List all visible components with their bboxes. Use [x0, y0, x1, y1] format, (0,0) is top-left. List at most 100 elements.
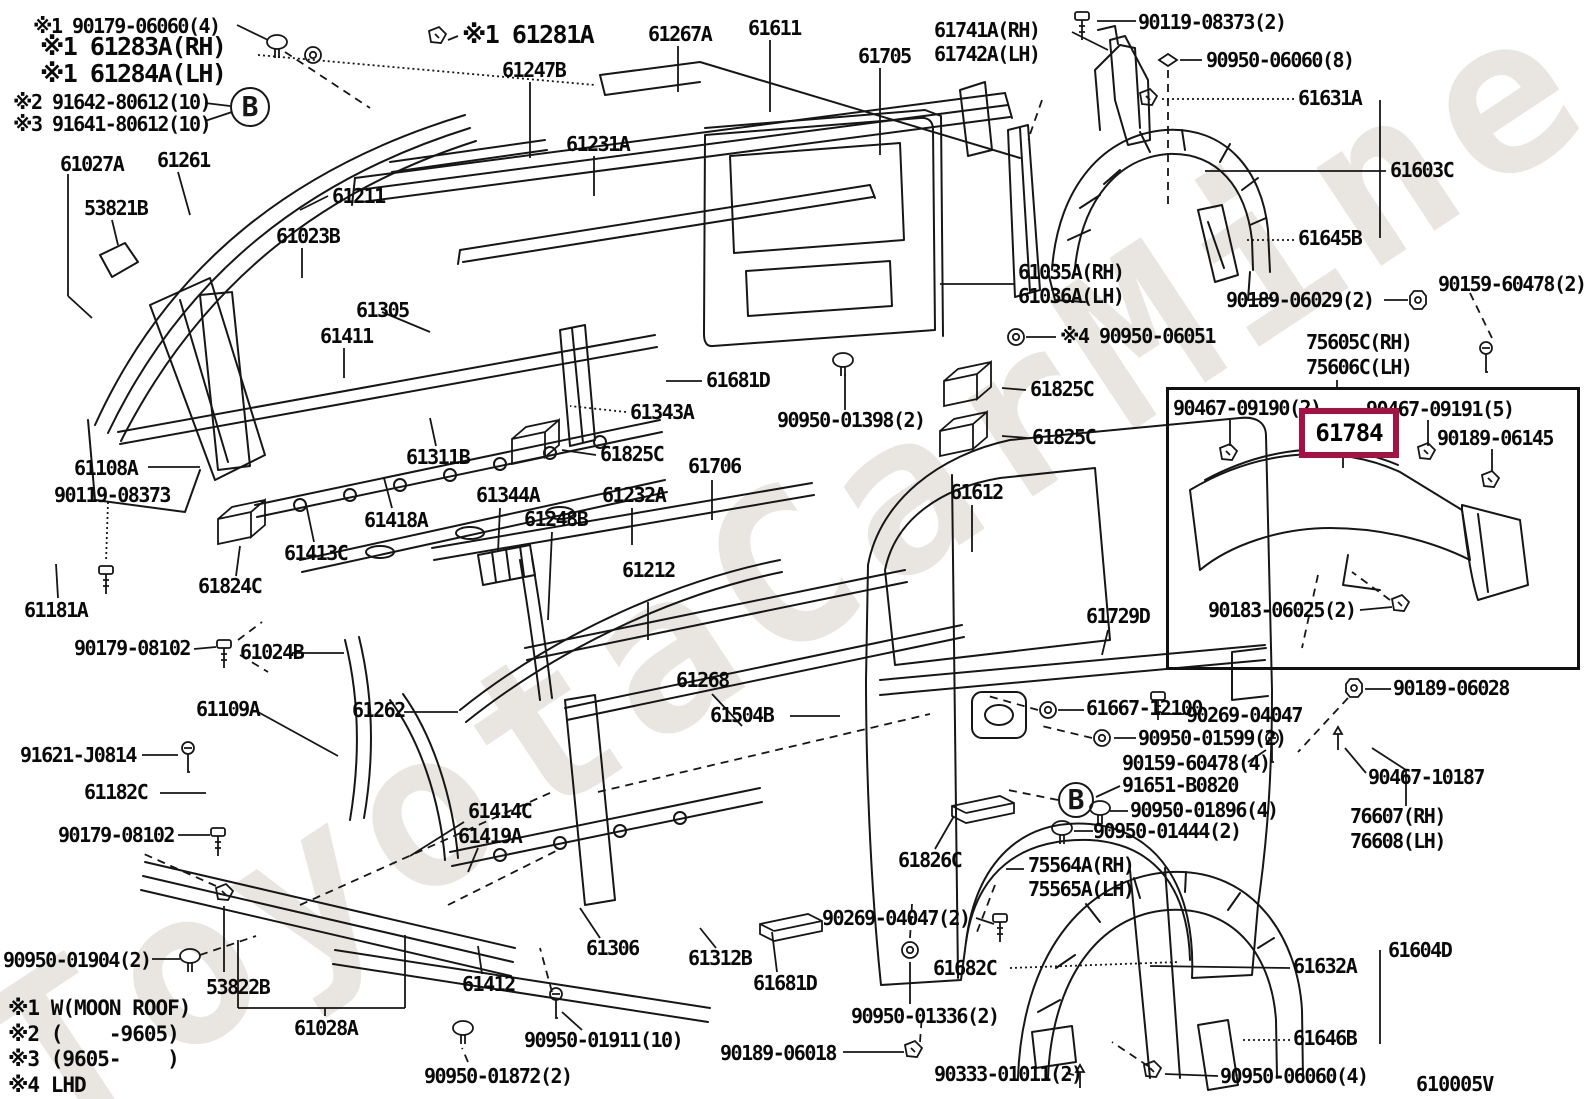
part-label: 61248B [524, 507, 589, 531]
part-label: 61612 [950, 480, 1004, 504]
mushroom-icon [832, 352, 854, 376]
grommet-icon [901, 941, 919, 959]
part-label: 61824C [198, 574, 263, 598]
part-label: ※1 61281A [462, 20, 595, 49]
part-label: 90950-01398(2) [777, 408, 926, 432]
bolt-icon [1150, 691, 1166, 720]
part-label: 61645B [1298, 226, 1363, 250]
part-label: 61825C [1030, 377, 1095, 401]
part-label: 90333-01011(2) [934, 1062, 1083, 1086]
part-label: 53821B [84, 196, 149, 220]
part-label: 61028A [294, 1016, 359, 1040]
clip-icon [427, 25, 448, 44]
clip-icon [1218, 442, 1239, 461]
part-label: 61024B [240, 640, 305, 664]
part-label: 90950-01599(2) [1138, 726, 1287, 750]
part-label: 90189-06029(2) [1226, 288, 1375, 312]
part-label: 90950-01911(10) [524, 1028, 684, 1052]
part-label: 61343A [630, 400, 695, 424]
part-label: 90189-06028 [1393, 676, 1510, 700]
part-label: 61632A [1293, 954, 1358, 978]
bolt-icon [98, 565, 114, 594]
part-label: 75565A(LH) [1028, 877, 1135, 901]
part-label: 90950-06060(4) [1220, 1064, 1369, 1088]
diamond-icon [1157, 52, 1179, 68]
part-label: 53822B [206, 975, 271, 999]
part-label: 90950-01444(2) [1093, 819, 1242, 843]
nut-icon [1345, 678, 1363, 698]
part-label: 61413C [284, 541, 349, 565]
nut-icon [1409, 290, 1427, 310]
part-label: 90950-01904(2) [3, 948, 152, 972]
part-label: 90467-09191(5) [1366, 397, 1515, 421]
part-label: 90269-04047(2) [822, 906, 971, 930]
part-label: 61741A(RH) [934, 18, 1041, 42]
part-label: 61419A [458, 824, 523, 848]
part-label: 61247B [502, 58, 567, 82]
part-label: 61182C [84, 780, 149, 804]
part-label: 61631A [1298, 86, 1363, 110]
part-label: 61729D [1086, 604, 1151, 628]
part-label: 61261 [157, 148, 211, 172]
screw-icon [1479, 341, 1493, 373]
part-label: 90950-06060(8) [1206, 48, 1355, 72]
part-label: 61682C [933, 956, 998, 980]
part-label: 61181A [24, 598, 89, 622]
part-label: 90189-06145 [1437, 426, 1554, 450]
part-label: 61706 [688, 454, 742, 478]
part-label: 61504B [710, 703, 775, 727]
part-label: 91621-J0814 [20, 743, 137, 767]
grommet-icon [1093, 729, 1111, 747]
screw-icon [549, 987, 563, 1019]
grommet-icon [304, 46, 322, 64]
part-label: 90183-06025(2) [1208, 598, 1357, 622]
part-label: 61023B [276, 224, 341, 248]
callout-B: B [230, 87, 270, 127]
part-label: 61312B [688, 946, 753, 970]
clip-icon [1138, 87, 1159, 106]
part-label: 75606C(LH) [1306, 355, 1413, 379]
part-label: 61411 [320, 324, 374, 348]
part-label: 61212 [622, 558, 676, 582]
pin-icon [1074, 1063, 1086, 1088]
clip-icon [1416, 441, 1437, 460]
part-label: 90179-08102 [58, 823, 175, 847]
part-label: 90950-01896(4) [1130, 798, 1279, 822]
part-label: 61604D [1388, 938, 1453, 962]
part-label: 61311B [406, 445, 471, 469]
part-label: 61418A [364, 508, 429, 532]
part-label: 61825C [1032, 425, 1097, 449]
part-label: 75564A(RH) [1028, 853, 1135, 877]
part-label: 75605C(RH) [1306, 330, 1413, 354]
part-label: 61412 [462, 972, 516, 996]
part-label: 61646B [1293, 1026, 1358, 1050]
part-label: ※1 61284A(LH) [40, 59, 227, 88]
clip-icon [1142, 1059, 1163, 1078]
part-label: 61705 [858, 44, 912, 68]
part-label: 61344A [476, 483, 541, 507]
cube-icon [943, 360, 992, 408]
part-label: 61262 [352, 698, 406, 722]
part-label: ※1 90179-06060(4) [33, 14, 221, 38]
part-label: 90119-08373 [54, 483, 171, 507]
bolt-icon [1074, 11, 1090, 40]
part-label: 61611 [748, 16, 802, 40]
bolt-icon [992, 913, 1008, 942]
slab-icon [759, 913, 823, 942]
svg-text:B: B [1068, 783, 1085, 816]
screw-icon [1265, 731, 1279, 763]
pin-icon [1332, 725, 1344, 750]
part-label: 61109A [196, 697, 261, 721]
part-label: 61742A(LH) [934, 42, 1041, 66]
part-label: 61681D [706, 368, 771, 392]
part-label: ※3 91641-80612(10) [13, 112, 212, 136]
part-label: ※2 91642-80612(10) [13, 90, 212, 114]
part-label: ※1 61283A(RH) [40, 32, 227, 61]
mushroom-icon [179, 948, 201, 972]
mushroom-icon [452, 1020, 474, 1044]
part-label: 61681D [753, 971, 818, 995]
clip-icon [1480, 469, 1501, 488]
part-label: 61231A [566, 132, 631, 156]
part-label: 90189-06018 [720, 1041, 837, 1065]
